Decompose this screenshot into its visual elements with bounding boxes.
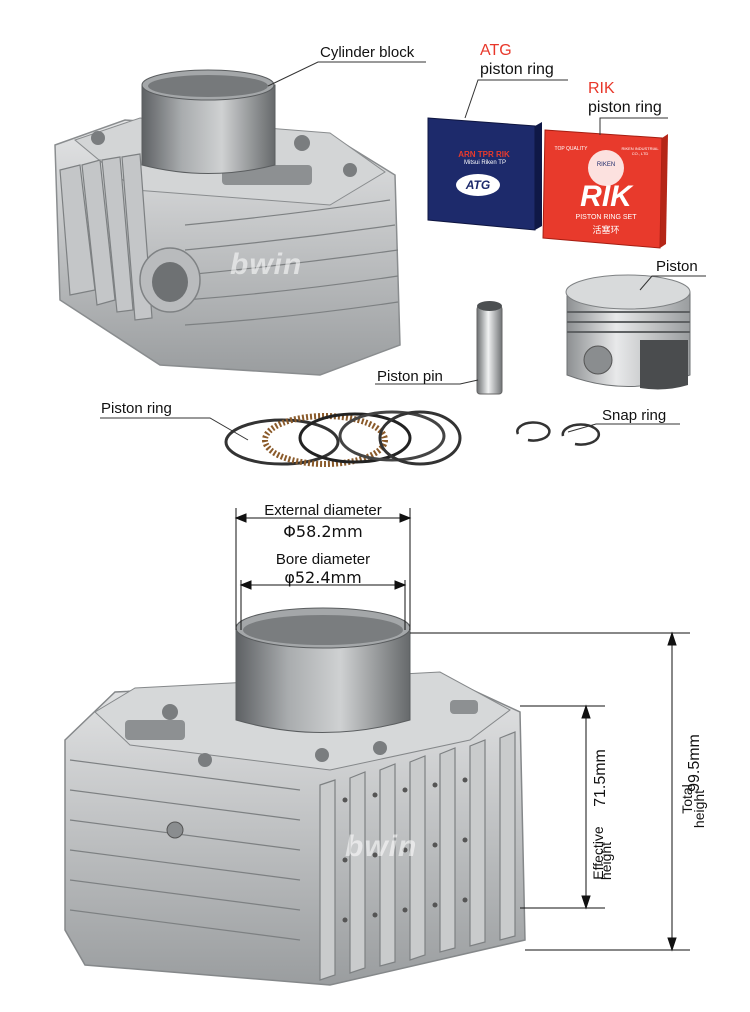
external-diameter-label: External diameter (264, 502, 382, 519)
effective-height-label-2: height (598, 841, 614, 881)
rik-box-sub: PISTON RING SET (575, 214, 637, 221)
external-diameter-value: Φ58.2mm (283, 522, 363, 541)
rik-box-arc-right: RIKEN INDUSTRIAL CO., LTD (621, 146, 659, 156)
effective-height-value: 71.5mm (592, 749, 609, 807)
rik-box-arc-left: TOP QUALITY (554, 146, 588, 152)
atg-box-line: ARN TPR RIK (458, 150, 510, 159)
label-atg-title: ATG (480, 42, 512, 59)
label-rik-sub: piston ring (588, 99, 662, 116)
atg-box-sub: Mitsui Riken TP (464, 160, 506, 166)
total-height-label-2: height (691, 789, 707, 829)
piston-rings-image (224, 410, 462, 467)
rik-piston-ring-box (542, 129, 668, 249)
label-piston-pin: Piston pin (377, 368, 443, 385)
dimension-lines (234, 508, 690, 952)
cylinder-block-image (54, 69, 401, 376)
label-cylinder-block: Cylinder block (320, 44, 415, 61)
bore-diameter-label: Bore diameter (275, 551, 371, 568)
bore-diameter-value: φ52.4mm (284, 568, 362, 587)
rik-box-seal: RIKEN (596, 162, 616, 168)
cylinder-block-dimension-image (64, 607, 526, 986)
watermark-top: bwin (230, 248, 303, 281)
piston-pin-image (476, 301, 503, 395)
label-rik-title: RIK (588, 80, 615, 97)
label-atg-sub: piston ring (480, 61, 554, 78)
watermark-bottom: bwin (345, 830, 418, 863)
atg-piston-ring-box (427, 117, 542, 231)
label-piston-ring: Piston ring (101, 400, 172, 417)
rik-box-brand: RIK (580, 180, 632, 213)
rik-box-chinese: 活塞环 (592, 225, 620, 235)
label-snap-ring: Snap ring (602, 407, 667, 424)
leader-lines (100, 61, 706, 441)
label-piston: Piston (656, 258, 698, 275)
atg-box-brand: ATG (465, 178, 491, 192)
snap-rings-image (516, 421, 601, 446)
piston-image (565, 274, 691, 390)
